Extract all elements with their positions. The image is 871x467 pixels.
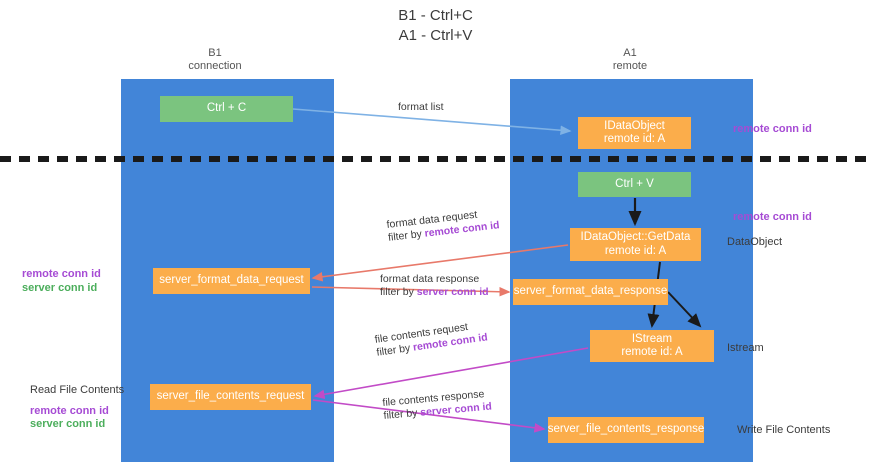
node-istream-remote-id: remote id: A — [621, 346, 683, 358]
node-getdata-title: IDataObject::GetData — [580, 231, 691, 243]
edge-file-contents-request — [313, 347, 589, 400]
annotation-left-remote-conn-id-bottom: remote conn id — [30, 404, 109, 417]
node-server-format-data-request-label: server_format_data_request — [159, 274, 304, 287]
annotation-remote-conn-id-mid: remote conn id — [733, 211, 812, 225]
node-idataobject-title: IDataObject — [604, 119, 665, 132]
filter-prefix: filter by — [380, 286, 417, 298]
edge-label-format-list-text: format list — [398, 101, 444, 113]
annotation-write-file-contents: Write File Contents — [737, 424, 830, 438]
annotation-istream-text: Istream — [727, 342, 764, 354]
node-server-file-contents-request-label: server_file_contents_request — [156, 390, 305, 403]
node-server-format-data-response-label: server_format_data_response — [513, 285, 668, 298]
annotation-left-server-conn-id-mid: server conn id — [22, 281, 98, 294]
annotation-remote-conn-id-top-text: remote conn id — [733, 123, 812, 135]
node-getdata-remote-id: remote id: A — [604, 244, 667, 257]
node-idataobject-remote-id: remote id: A — [603, 133, 666, 145]
edge-response-istream — [667, 291, 702, 328]
node-istream-title: IStream — [631, 332, 673, 345]
node-ctrl-c[interactable]: Ctrl + C — [160, 96, 293, 122]
node-istream[interactable]: IStream remote id: A — [590, 330, 714, 362]
edge-label-format-list: format list — [398, 101, 444, 114]
node-ctrl-v-label: Ctrl + V — [615, 177, 654, 190]
edge-format-data-request — [311, 244, 569, 282]
node-idataobject-getdata[interactable]: IDataObject::GetData remote id: A — [570, 228, 701, 261]
edge-label-format-data-response: format data response filter by server co… — [380, 273, 489, 299]
annotation-left-conn-ids-mid: remote conn id server conn id — [22, 268, 101, 295]
filter-key-server-conn-id: server conn id — [416, 286, 489, 298]
annotation-dataobject: DataObject — [727, 236, 782, 250]
node-server-file-contents-request[interactable]: server_file_contents_request — [150, 384, 311, 410]
swimlane-header-b1-sub: connection — [188, 59, 242, 72]
title-line-2: A1 - Ctrl+V — [398, 27, 473, 44]
node-server-file-contents-response-label: server_file_contents_response — [547, 423, 705, 436]
edge-file-contents-response — [312, 399, 546, 433]
swimlane-header-a1: A1 remote — [570, 47, 690, 72]
annotation-istream: Istream — [727, 342, 764, 356]
annotation-write-file-contents-text: Write File Contents — [737, 424, 831, 436]
annotation-left-remote-conn-id-mid: remote conn id — [22, 268, 101, 280]
filter-prefix: filter by — [383, 406, 421, 422]
node-server-file-contents-response[interactable]: server_file_contents_response — [548, 417, 704, 443]
edge-label-format-data-response-filter: filter by server conn id — [380, 286, 489, 299]
annotation-remote-conn-id-mid-text: remote conn id — [733, 211, 812, 223]
swimlane-header-b1-name: B1 — [208, 47, 222, 59]
node-server-format-data-response[interactable]: server_format_data_response — [513, 279, 668, 305]
edge-label-format-data-response-text: format data response — [380, 273, 480, 285]
node-server-format-data-request[interactable]: server_format_data_request — [153, 268, 310, 294]
swimlane-header-a1-sub: remote — [612, 59, 648, 72]
swimlane-header-a1-name: A1 — [623, 47, 637, 59]
diagram-title: B1 - Ctrl+C A1 - Ctrl+V — [0, 6, 871, 46]
swimlane-header-b1: B1 connection — [155, 47, 275, 72]
node-ctrl-c-label: Ctrl + C — [206, 102, 247, 115]
annotation-read-file-contents-group: Read File Contents remote conn id server… — [30, 384, 124, 432]
title-line-1: B1 - Ctrl+C — [398, 7, 473, 24]
node-idataobject[interactable]: IDataObject remote id: A — [578, 117, 691, 149]
edge-format-data-response — [311, 286, 511, 297]
annotation-left-server-conn-id-bottom: server conn id — [30, 418, 106, 430]
annotation-dataobject-text: DataObject — [727, 236, 783, 248]
edge-format-list — [292, 108, 572, 136]
node-ctrl-v[interactable]: Ctrl + V — [578, 172, 691, 197]
phase-divider — [0, 156, 871, 162]
annotation-remote-conn-id-top: remote conn id — [733, 123, 812, 137]
annotation-read-file-contents-text: Read File Contents — [30, 384, 125, 396]
